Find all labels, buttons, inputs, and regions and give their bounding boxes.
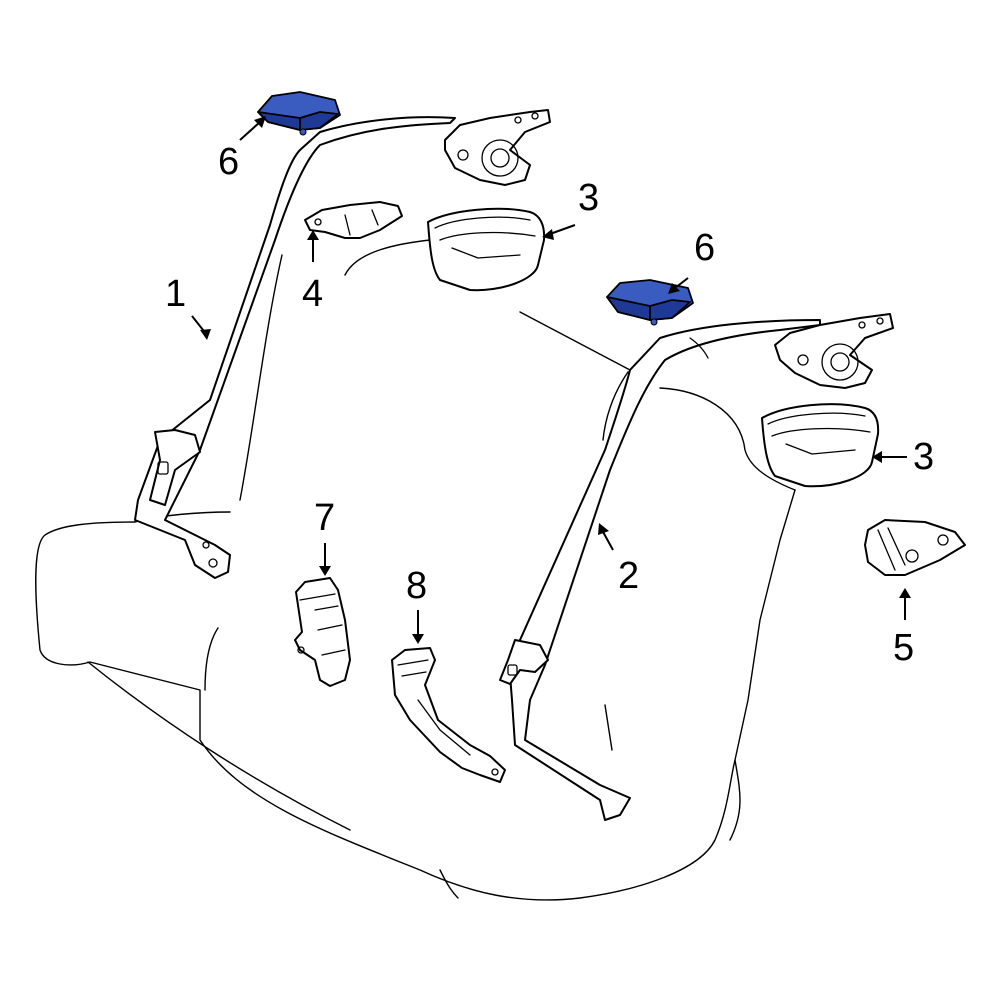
left-trim-cover <box>427 207 546 292</box>
left-seat-belt <box>134 116 456 579</box>
callout-3-right: 3 <box>913 436 934 478</box>
right-trim-cover <box>761 403 880 488</box>
callout-8: 8 <box>406 565 427 607</box>
right-seat-belt <box>499 319 821 821</box>
left-anchor-bracket <box>304 201 403 239</box>
rear-seat-outline <box>35 239 796 901</box>
center-buckle <box>294 577 351 687</box>
callout-1: 1 <box>165 273 186 315</box>
callout-arrows <box>191 116 911 644</box>
callout-3-left: 3 <box>578 177 599 219</box>
right-buckle-assembly <box>391 647 506 783</box>
callout-7: 7 <box>314 497 335 539</box>
callout-6-right: 6 <box>694 227 715 269</box>
left-belt-guide <box>257 91 341 136</box>
left-retractor <box>444 109 551 186</box>
callout-2: 2 <box>618 555 639 597</box>
callout-5: 5 <box>893 627 914 669</box>
right-retractor <box>774 313 894 389</box>
right-belt-guide <box>606 279 694 326</box>
callout-4: 4 <box>302 273 323 315</box>
callout-6-left: 6 <box>218 141 239 183</box>
right-anchor-bracket <box>864 519 966 576</box>
